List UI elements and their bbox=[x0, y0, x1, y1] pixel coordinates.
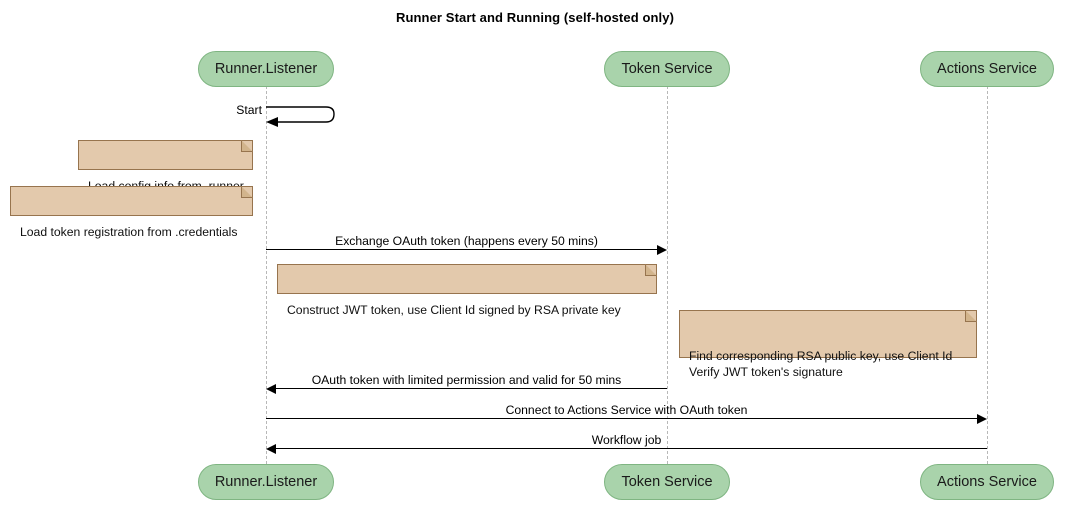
note-text: Load token registration from .credential… bbox=[20, 225, 238, 239]
lifeline-token bbox=[667, 86, 668, 464]
self-message-label-start: Start bbox=[236, 103, 262, 117]
message-arrowhead-connect-actions bbox=[977, 414, 987, 424]
message-line-exchange-oauth bbox=[266, 249, 657, 250]
participant-label: Token Service bbox=[621, 474, 713, 490]
message-line-oauth-response bbox=[276, 388, 667, 389]
note-text: Find corresponding RSA public key, use C… bbox=[689, 349, 953, 379]
message-label-connect-actions: Connect to Actions Service with OAuth to… bbox=[505, 403, 748, 417]
note-load-config: Load config info from .runner bbox=[78, 140, 253, 193]
message-line-workflow-job bbox=[276, 448, 987, 449]
message-arrowhead-oauth-response bbox=[266, 384, 276, 394]
lifeline-runner bbox=[266, 86, 267, 464]
message-label-workflow-job: Workflow job bbox=[591, 433, 662, 447]
participant-token-top[interactable]: Token Service bbox=[604, 51, 730, 87]
note-load-token-registration: Load token registration from .credential… bbox=[10, 186, 253, 239]
participant-runner-top[interactable]: Runner.Listener bbox=[198, 51, 334, 87]
diagram-title: Runner Start and Running (self-hosted on… bbox=[395, 10, 675, 25]
note-construct-jwt: Construct JWT token, use Client Id signe… bbox=[277, 264, 657, 317]
message-arrowhead-workflow-job bbox=[266, 444, 276, 454]
note-fold-icon bbox=[241, 140, 253, 152]
message-label-exchange-oauth: Exchange OAuth token (happens every 50 m… bbox=[335, 234, 598, 248]
note-fold-icon bbox=[645, 264, 657, 276]
participant-actions-bottom[interactable]: Actions Service bbox=[920, 464, 1054, 500]
participant-token-bottom[interactable]: Token Service bbox=[604, 464, 730, 500]
note-fold-icon bbox=[965, 310, 977, 322]
participant-label: Runner.Listener bbox=[214, 474, 318, 490]
message-arrowhead-exchange-oauth bbox=[657, 245, 667, 255]
participant-label: Actions Service bbox=[937, 61, 1037, 77]
participant-actions-top[interactable]: Actions Service bbox=[920, 51, 1054, 87]
message-label-oauth-response: OAuth token with limited permission and … bbox=[311, 373, 622, 387]
note-fold-icon bbox=[241, 186, 253, 198]
self-message-start bbox=[266, 105, 346, 131]
participant-label: Token Service bbox=[621, 61, 713, 77]
participant-label: Actions Service bbox=[937, 474, 1037, 490]
lifeline-actions bbox=[987, 86, 988, 464]
note-verify-jwt: Find corresponding RSA public key, use C… bbox=[679, 310, 977, 379]
participant-runner-bottom[interactable]: Runner.Listener bbox=[198, 464, 334, 500]
note-text: Construct JWT token, use Client Id signe… bbox=[287, 303, 621, 317]
message-line-connect-actions bbox=[266, 418, 977, 419]
participant-label: Runner.Listener bbox=[214, 61, 318, 77]
